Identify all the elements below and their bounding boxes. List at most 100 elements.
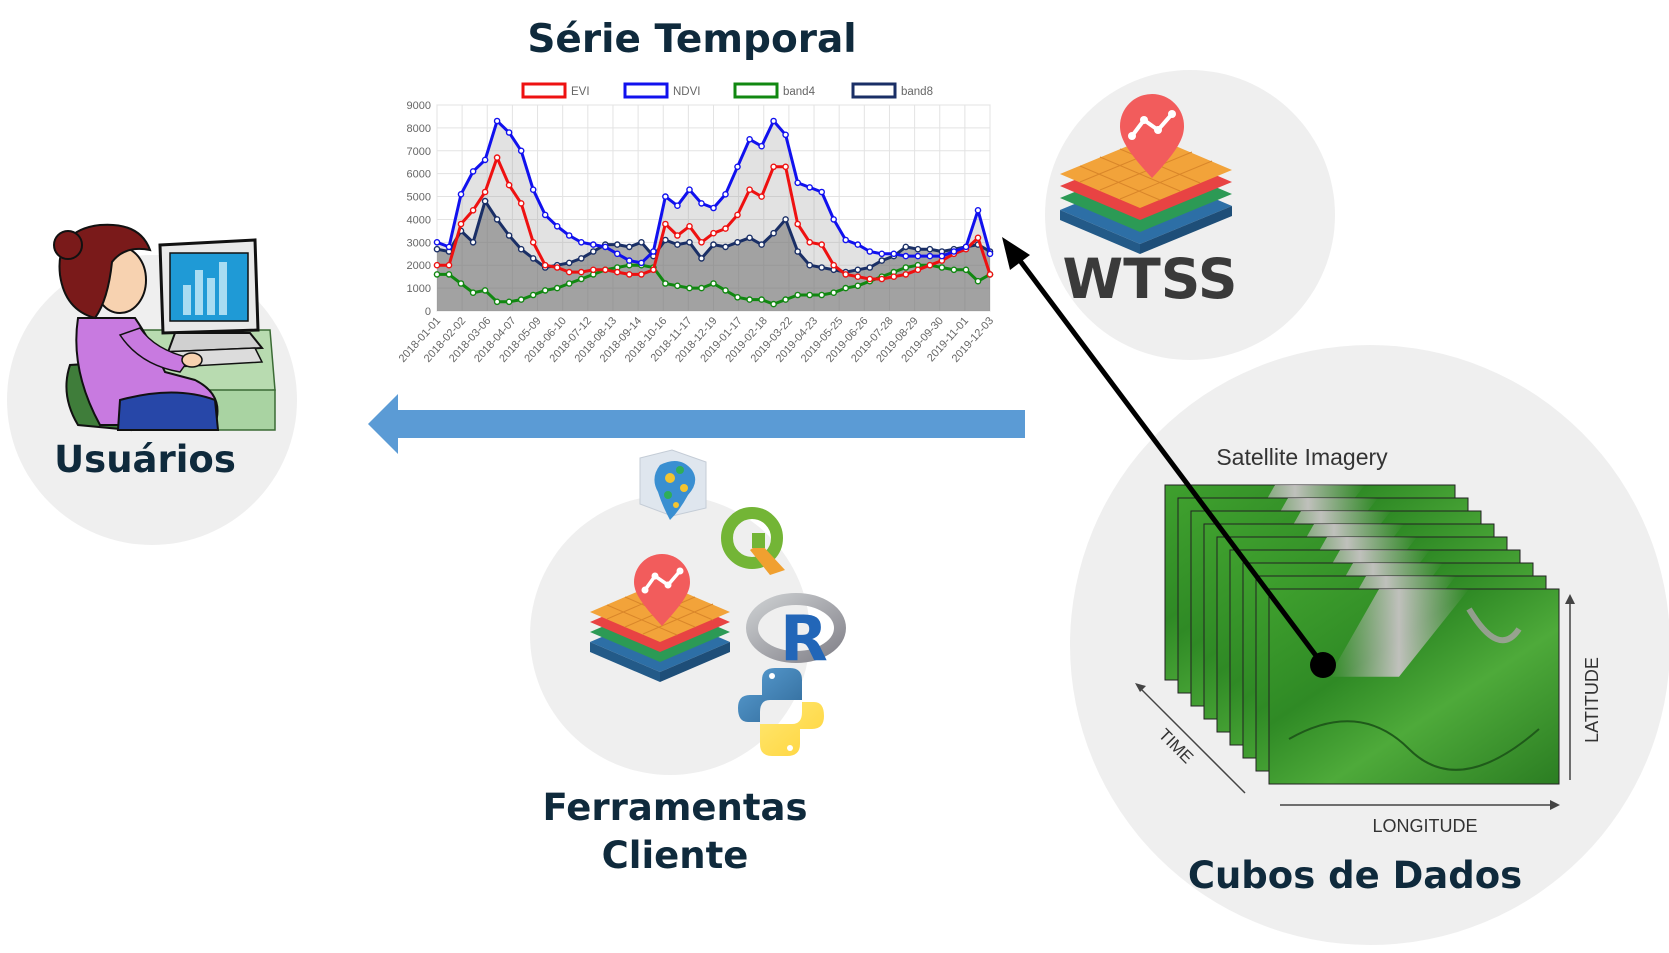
wtss-layers-icon [1060, 94, 1232, 254]
point-NDVI [854, 241, 862, 248]
point-NDVI [806, 184, 814, 191]
latitude-axis: LATITUDE [1565, 594, 1602, 780]
point-band4 [974, 277, 982, 285]
point-band8 [614, 241, 621, 248]
point-band4 [698, 284, 705, 292]
point-NDVI [602, 243, 609, 251]
point-band8 [914, 245, 922, 253]
point-band4 [806, 291, 814, 299]
point-NDVI [590, 241, 597, 248]
point-band8 [481, 197, 489, 205]
y-tick-label: 9000 [407, 100, 431, 112]
point-EVI [986, 271, 994, 278]
point-EVI [578, 268, 585, 276]
legend-label-band8: band8 [901, 86, 933, 98]
point-band8 [722, 243, 729, 251]
point-band4 [770, 300, 777, 308]
point-band8 [794, 248, 802, 255]
point-band4 [445, 271, 453, 278]
series-area-band8 [437, 201, 990, 311]
point-NDVI [830, 216, 838, 223]
response-flow-arrow [368, 394, 1025, 454]
point-NDVI [541, 211, 549, 219]
point-band4 [674, 282, 681, 290]
y-tick-label: 5000 [407, 192, 431, 204]
point-band8 [505, 232, 513, 239]
y-tick-label: 8000 [407, 123, 431, 135]
point-band8 [674, 241, 681, 248]
point-EVI [794, 220, 802, 228]
svg-text:LONGITUDE: LONGITUDE [1372, 816, 1477, 836]
point-EVI [433, 261, 441, 269]
point-NDVI [674, 202, 681, 209]
y-tick-label: 2000 [407, 260, 431, 272]
point-NDVI [974, 206, 982, 214]
point-band8 [866, 264, 874, 271]
legend-label-EVI: EVI [571, 86, 590, 98]
point-band4 [493, 298, 501, 306]
point-EVI [674, 232, 681, 239]
point-band8 [698, 255, 705, 262]
y-tick-label: 0 [425, 306, 431, 318]
point-band8 [493, 216, 501, 223]
point-band4 [842, 284, 850, 292]
satellite-image-stack [1164, 484, 1560, 785]
point-band8 [662, 236, 669, 244]
point-NDVI [626, 257, 633, 264]
point-band4 [734, 293, 741, 301]
point-EVI [626, 271, 633, 278]
point-band4 [818, 291, 826, 299]
point-NDVI [914, 252, 922, 260]
legend-swatch-band4 [733, 82, 779, 99]
point-NDVI [638, 259, 645, 267]
point-EVI [746, 186, 753, 193]
point-band8 [818, 264, 826, 271]
point-EVI [686, 222, 693, 230]
point-band8 [782, 216, 789, 223]
point-NDVI [782, 131, 789, 139]
longitude-axis: LONGITUDE [1280, 800, 1560, 836]
point-band4 [469, 289, 477, 297]
tools-label-line1: Ferramentas [543, 786, 808, 829]
point-band4 [782, 296, 789, 303]
point-EVI [565, 268, 573, 276]
point-NDVI [986, 250, 994, 258]
satellite-image-layer [1268, 588, 1560, 785]
point-band8 [590, 248, 597, 255]
point-band4 [830, 289, 838, 297]
wtss-label: WTSS [1063, 247, 1238, 311]
point-band8 [638, 238, 645, 246]
users-label: Usuários [54, 438, 236, 481]
point-band8 [770, 229, 777, 237]
qgis-icon [721, 507, 785, 575]
point-EVI [590, 266, 597, 274]
brazil-map-icon [639, 449, 707, 520]
data-cubes-label: Cubos de Dados [1188, 854, 1522, 897]
point-NDVI [758, 142, 765, 150]
point-EVI [734, 211, 741, 219]
point-NDVI [578, 238, 585, 246]
point-EVI [878, 275, 886, 283]
y-tick-label: 1000 [407, 283, 431, 295]
point-NDVI [962, 243, 970, 251]
map-pin-chart-icon [590, 554, 730, 682]
legend-label-NDVI: NDVI [673, 86, 700, 98]
point-NDVI [650, 248, 657, 255]
point-NDVI [902, 252, 910, 260]
point-band8 [529, 255, 537, 262]
point-EVI [698, 238, 705, 246]
point-band8 [746, 234, 753, 242]
point-band4 [529, 291, 537, 299]
point-NDVI [818, 188, 826, 196]
point-NDVI [878, 250, 886, 258]
user-at-computer-icon [53, 223, 276, 432]
point-band4 [578, 275, 585, 283]
point-band4 [962, 266, 970, 274]
point-band8 [469, 238, 477, 246]
point-NDVI [722, 190, 729, 198]
point-band4 [565, 280, 573, 287]
point-EVI [457, 220, 465, 228]
point-NDVI [686, 186, 693, 193]
point-band8 [626, 243, 633, 251]
